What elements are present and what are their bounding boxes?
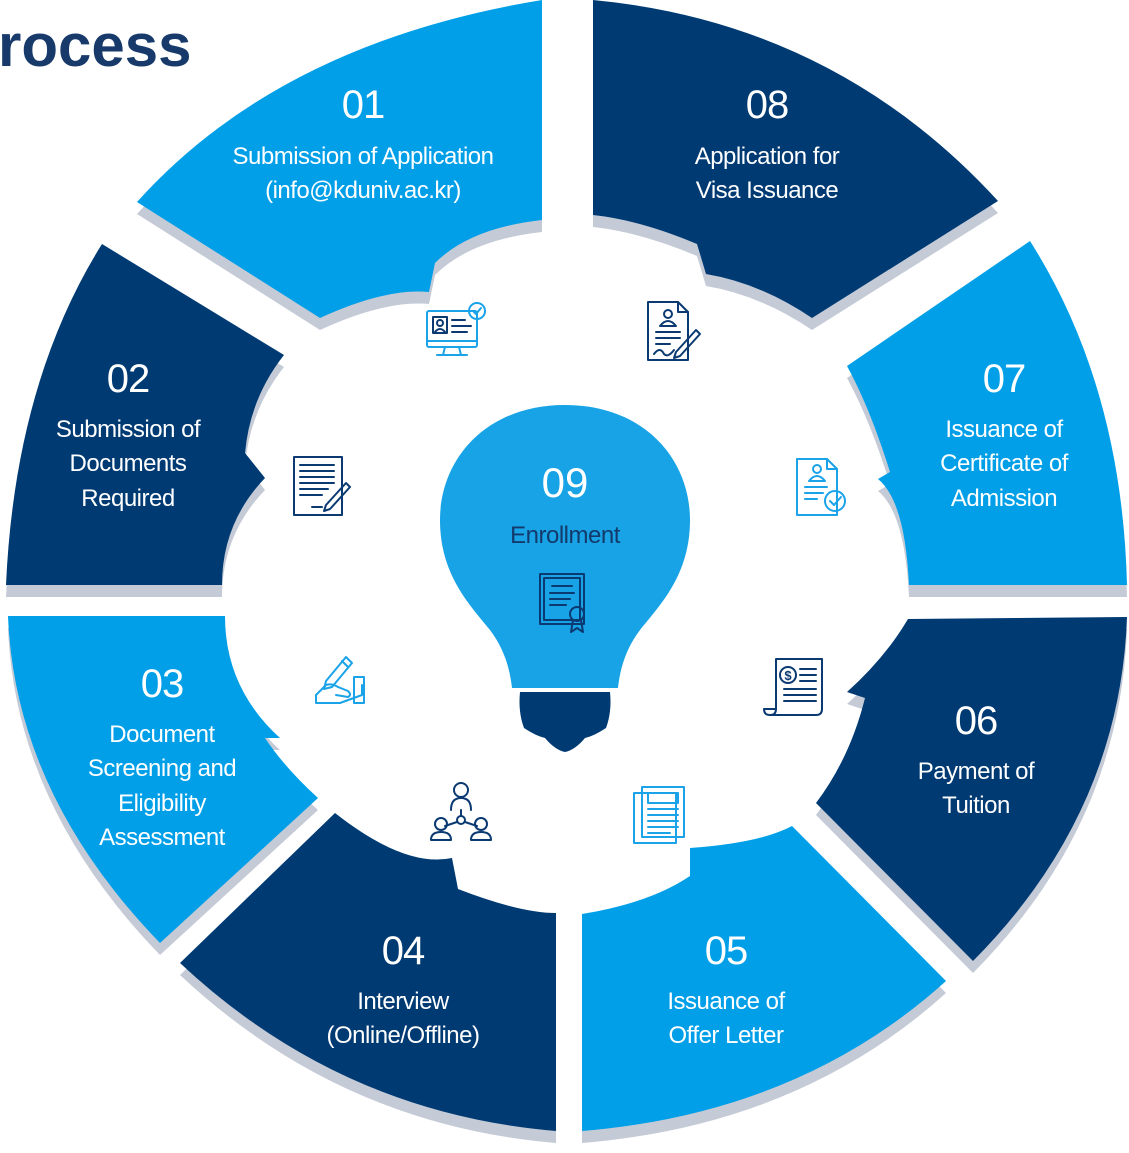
documents-stack-icon xyxy=(633,786,685,844)
step-01-text: 01 Submission of Application (info@kduni… xyxy=(233,83,495,204)
hand-writing-icon xyxy=(315,656,365,704)
step-number: 01 xyxy=(342,83,385,127)
step-label-line: Issuance of xyxy=(667,988,785,1015)
step-number: 06 xyxy=(955,699,998,743)
step-06-text: 06 Payment of Tuition xyxy=(918,699,1036,819)
step-label-line: Tuition xyxy=(942,792,1010,819)
svg-text:$: $ xyxy=(784,668,792,683)
step-04-text: 04 Interview (Online/Offline) xyxy=(327,929,480,1049)
step-number: 07 xyxy=(983,357,1026,401)
step-label-line: (Online/Offline) xyxy=(327,1022,480,1049)
monitor-profile-icon xyxy=(426,302,486,356)
center-label: Enrollment xyxy=(510,522,621,549)
step-number: 05 xyxy=(705,929,748,973)
step-number: 02 xyxy=(107,357,150,401)
step-label-line: Assessment xyxy=(99,824,226,851)
people-network-icon xyxy=(430,782,492,841)
step-05-text: 05 Issuance of Offer Letter xyxy=(667,929,786,1049)
step-label-line: Screening and xyxy=(88,755,236,782)
step-number: 08 xyxy=(746,83,789,127)
certificate-check-icon xyxy=(796,458,846,516)
segment-03 xyxy=(8,616,318,943)
segment-06 xyxy=(816,617,1127,961)
segment-07 xyxy=(847,241,1127,585)
step-label-line: Offer Letter xyxy=(669,1022,784,1049)
process-ring xyxy=(6,0,1127,1131)
step-number: 03 xyxy=(141,662,184,706)
segment-05 xyxy=(582,826,946,1131)
invoice-dollar-icon: $ xyxy=(763,658,823,716)
step-02-text: 02 Submission of Documents Required xyxy=(56,357,202,512)
step-label-line: Visa Issuance xyxy=(696,177,839,204)
step-label-line: Certificate of xyxy=(940,450,1069,477)
lightbulb: 09 Enrollment xyxy=(440,405,690,752)
segment-01 xyxy=(137,0,542,318)
document-pen-icon xyxy=(293,456,351,516)
step-label-line: Submission of xyxy=(56,416,201,443)
step-label-line: Interview xyxy=(357,988,450,1015)
contract-sign-icon xyxy=(647,301,701,361)
step-label-line: Payment of xyxy=(918,758,1035,785)
step-label-line: Admission xyxy=(951,485,1057,512)
diploma-icon xyxy=(539,573,585,633)
step-number: 04 xyxy=(382,929,425,973)
step-label-line: Eligibility xyxy=(118,790,206,817)
step-03-text: 03 Document Screening and Eligibility As… xyxy=(88,662,237,851)
step-label-line: Required xyxy=(81,485,174,512)
step-label-line: Submission of Application xyxy=(233,143,494,170)
step-08-text: 08 Application for Visa Issuance xyxy=(695,83,841,204)
step-label-line: Application for xyxy=(695,143,840,170)
segment-08 xyxy=(593,0,998,318)
segment-04 xyxy=(180,813,556,1131)
step-label-line: Documents xyxy=(70,450,187,477)
step-label-line: Document xyxy=(109,721,215,748)
page-title: rocess xyxy=(0,12,191,79)
step-label-line: Issuance of xyxy=(945,416,1063,443)
center-number: 09 xyxy=(542,459,589,506)
segment-02 xyxy=(6,244,284,585)
step-label-line: (info@kduniv.ac.kr) xyxy=(265,177,461,204)
step-07-text: 07 Issuance of Certificate of Admission xyxy=(940,357,1069,512)
